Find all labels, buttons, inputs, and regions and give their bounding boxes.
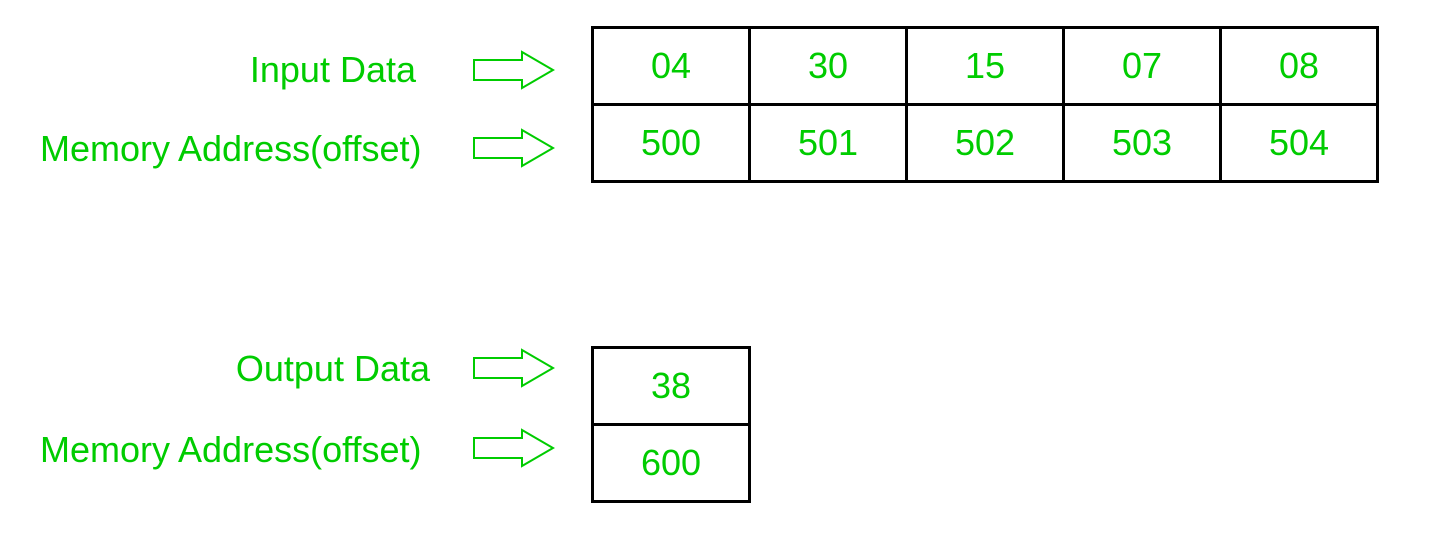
input-address-cell: 502	[905, 103, 1065, 183]
input-address-cell: 504	[1219, 103, 1379, 183]
input-data-label: Input Data	[249, 49, 416, 90]
output-data-label: Output Data	[235, 348, 430, 389]
input-address-cell: 503	[1062, 103, 1222, 183]
input-data-cell: 30	[748, 26, 908, 106]
input-address-cell: 501	[748, 103, 908, 183]
input-data-cell: 08	[1219, 26, 1379, 106]
input-memory-table: 04 30 15 07 08 500 501 502 503 504	[591, 26, 1379, 183]
right-arrow-icon	[473, 128, 555, 168]
input-address-cell: 500	[591, 103, 751, 183]
input-data-cell: 04	[591, 26, 751, 106]
input-address-label: Memory Address(offset)	[40, 128, 422, 169]
input-data-cell: 07	[1062, 26, 1222, 106]
output-memory-table: 38 600	[591, 346, 751, 503]
output-data-row: 38	[591, 346, 751, 426]
right-arrow-icon	[473, 428, 555, 468]
right-arrow-icon	[473, 348, 555, 388]
input-data-row: 04 30 15 07 08	[591, 26, 1379, 106]
input-address-row: 500 501 502 503 504	[591, 103, 1379, 183]
input-data-cell: 15	[905, 26, 1065, 106]
output-address-row: 600	[591, 423, 751, 503]
output-address-label: Memory Address(offset)	[40, 429, 422, 470]
right-arrow-icon	[473, 50, 555, 90]
output-address-cell: 600	[591, 423, 751, 503]
output-data-cell: 38	[591, 346, 751, 426]
